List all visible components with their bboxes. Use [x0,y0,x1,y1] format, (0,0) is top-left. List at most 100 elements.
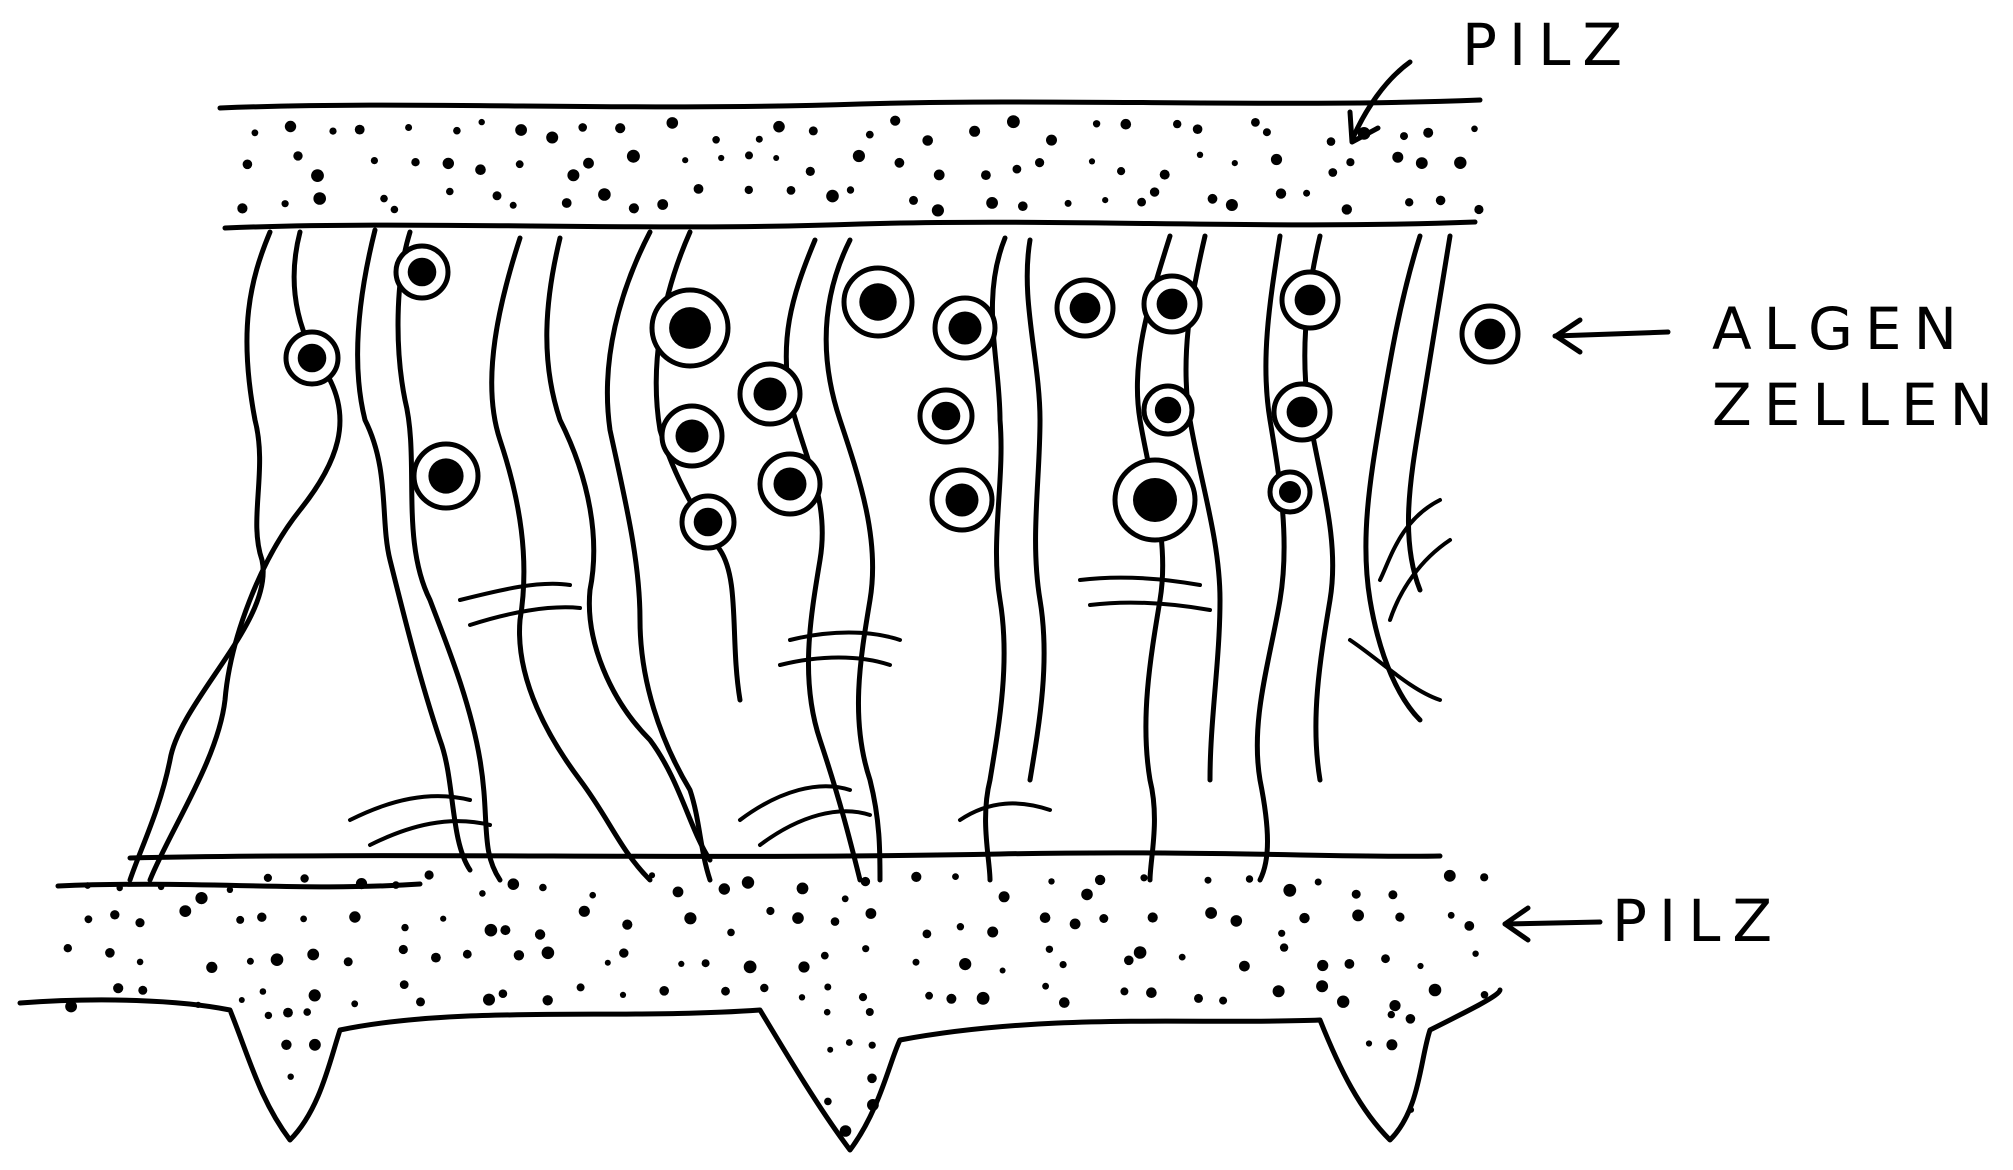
fungus-dot [1400,132,1408,140]
fungus-dot [264,874,272,882]
fungus-dot [598,188,611,201]
fungus-dot [744,961,757,974]
fungus-dot [499,989,508,998]
fungus-dot [787,186,796,195]
fungus-dot [65,1001,77,1013]
fungus-dot [846,1039,853,1046]
algae-cell-nucleus [428,458,463,493]
fungus-dot [206,962,217,973]
fungus-dot [483,994,495,1006]
fungus-dot [84,882,91,889]
fungus-dot [1124,956,1134,966]
fungus-dot [946,994,956,1004]
fungus-dot [542,947,555,960]
fungus-dot [1464,921,1474,931]
fungus-dot [1095,875,1105,885]
algae-cell-nucleus [946,484,979,517]
fungus-dot [237,203,247,213]
fungus-dot [629,203,639,213]
fungus-dot [105,948,115,958]
fungus-dot [309,989,321,1001]
fungus-dot [311,169,324,182]
fungus-dot [622,920,632,930]
fungus-dot [682,157,688,163]
fungus-dot [1273,985,1285,997]
fungus-dot [809,126,818,135]
fungus-dot [1352,910,1364,922]
fungus-dot [1346,158,1354,166]
fungus-dot [1239,961,1250,972]
fungus-dot [742,876,754,888]
algae-cell-nucleus [949,312,982,345]
fungus-dot [853,150,865,162]
fungus-dot [135,918,144,927]
fungus-dot [260,988,267,995]
fungus-dot [400,980,409,989]
algae-cell-nucleus [1133,478,1177,522]
fungus-dot [282,200,289,207]
fungus-dot [673,887,684,898]
fungus-dot [867,1074,877,1084]
fungus-dot [479,119,485,125]
fungus-dot [479,890,486,897]
fungus-dot [351,1000,358,1007]
fungus-dot [684,912,696,924]
fungus-dot [1395,913,1404,922]
fungus-dot [792,912,804,924]
fungus-dot [1408,1107,1414,1113]
fungus-dot [1392,152,1403,163]
fungus-dot [1388,890,1397,899]
fungus-dot [1436,196,1446,206]
fungus-dot [824,984,831,991]
fungus-dot [923,930,932,939]
fungus-dot [1117,167,1125,175]
fungus-dot [627,150,640,163]
fungus-dot [344,957,353,966]
fungus-dot [999,891,1010,902]
fungus-dot [453,127,461,135]
fungus-dot [567,169,579,181]
fungus-dot [827,1047,833,1053]
fungus-dot [952,873,959,880]
fungus-dot [303,1008,311,1016]
fungus-dot [543,995,553,1005]
fungus-dot [371,157,378,164]
fungus-dot [1065,200,1072,207]
fungus-dot [866,908,877,919]
fungus-dot [583,158,594,169]
fungus-dot [1417,963,1423,969]
fungus-dot [158,884,165,891]
fungus-dot [392,881,400,889]
fungus-dot [1046,946,1053,953]
label-top-pilz: PILZ [1462,16,1634,74]
arrow-algae [1555,320,1668,352]
fungus-dot [1271,154,1282,165]
fungus-dot [1048,878,1054,884]
fungus-dot [702,959,710,967]
fungus-dot [987,927,998,938]
fungus-dot [932,204,944,216]
medulla-hyphae [130,230,1450,880]
fungus-dot [1146,987,1157,998]
fungus-dot [1040,912,1051,923]
algae-cell-nucleus [932,402,961,431]
fungus-dot [1194,994,1203,1003]
fungus-dot [909,196,918,205]
fungus-dot [349,911,360,922]
fungus-dot [1120,987,1128,995]
fungus-dot [1389,1000,1400,1011]
arrow-bottom-pilz [1505,908,1600,940]
fungus-dot [866,1008,874,1016]
fungus-dot [659,986,669,996]
fungus-dot [1089,158,1095,164]
fungus-dot [475,164,486,175]
algae-cell-nucleus [1287,397,1318,428]
algae-cell-nucleus [676,420,709,453]
fungus-dot [1345,959,1355,969]
algae-cell-nucleus [1475,319,1506,350]
fungus-dot [847,186,854,193]
fungus-dot [1280,943,1288,951]
fungus-dot [1018,201,1028,211]
fungus-dot [977,992,990,1005]
fungus-dot [243,160,253,170]
